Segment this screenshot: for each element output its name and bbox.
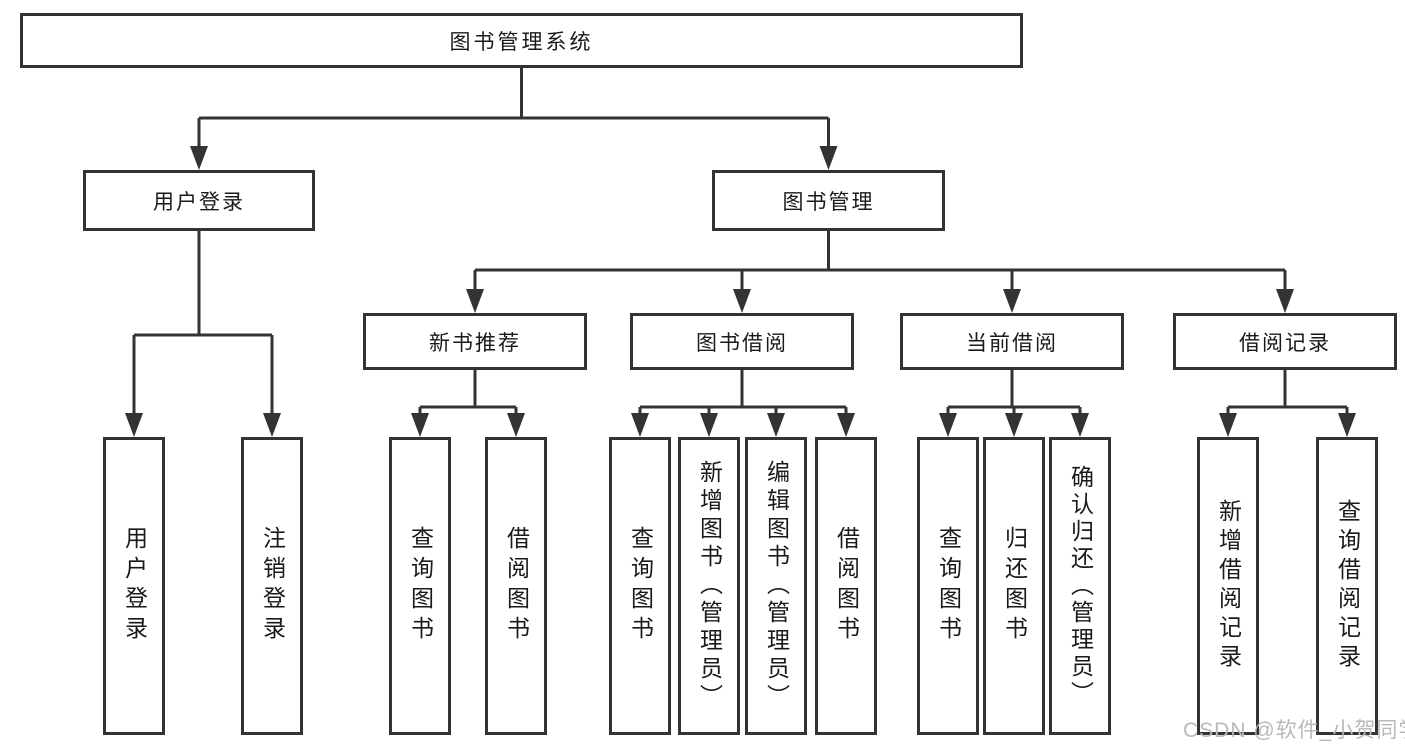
leaf-borrow-add-books-admin: 新增图书（管理员） xyxy=(678,437,740,735)
leaf-current-confirm-return-admin: 确认归还（管理员） xyxy=(1049,437,1111,735)
leaf-user-login: 用户登录 xyxy=(103,437,165,735)
leaf-recommend-query-books: 查询图书 xyxy=(389,437,451,735)
leaf-borrow-borrow-books: 借阅图书 xyxy=(815,437,877,735)
watermark: CSDN @软件_小贺同学 xyxy=(1183,719,1405,742)
leaf-records-query-record: 查询借阅记录 xyxy=(1316,437,1378,735)
leaf-records-add-record: 新增借阅记录 xyxy=(1197,437,1259,735)
node-new-book-recommend: 新书推荐 xyxy=(363,313,587,370)
leaf-current-return-books: 归还图书 xyxy=(983,437,1045,735)
leaf-logout: 注销登录 xyxy=(241,437,303,735)
node-current-borrow: 当前借阅 xyxy=(900,313,1124,370)
leaf-borrow-query-books: 查询图书 xyxy=(609,437,671,735)
node-borrow-records: 借阅记录 xyxy=(1173,313,1397,370)
leaf-current-query-books: 查询图书 xyxy=(917,437,979,735)
leaf-borrow-edit-books-admin: 编辑图书（管理员） xyxy=(745,437,807,735)
leaf-recommend-borrow-books: 借阅图书 xyxy=(485,437,547,735)
node-root: 图书管理系统 xyxy=(20,13,1023,68)
node-book-borrow: 图书借阅 xyxy=(630,313,854,370)
node-book-management: 图书管理 xyxy=(712,170,945,231)
node-user-login: 用户登录 xyxy=(83,170,315,231)
